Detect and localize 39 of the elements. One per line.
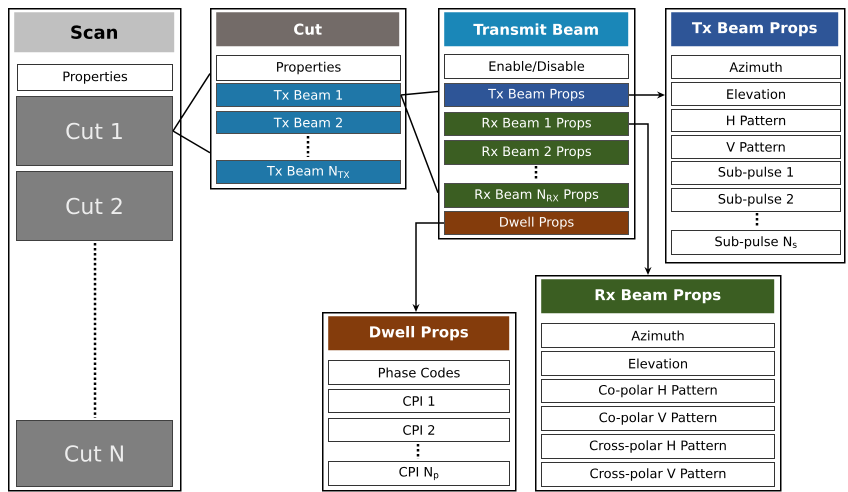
- list-item: Sub-pulse N$_{s}$: [671, 230, 841, 255]
- list-item: Co-polar V Pattern: [541, 406, 775, 431]
- list-item: Elevation: [671, 82, 841, 106]
- list-item: CPI 1: [328, 389, 510, 413]
- list-item: Azimuth: [541, 323, 775, 348]
- panel-header: Rx Beam Props: [541, 279, 774, 314]
- props-box: Rx Beam N$_{RX}$ Props: [444, 183, 629, 208]
- list-item: Azimuth: [671, 55, 841, 79]
- panel-header: Scan: [14, 12, 174, 52]
- list-item: Cross-polar H Pattern: [541, 434, 775, 459]
- panel-header: Cut: [216, 12, 400, 46]
- list-item: Elevation: [541, 351, 775, 376]
- panel-header: Dwell Props: [328, 316, 510, 350]
- list-item: CPI 2: [328, 418, 510, 442]
- zoom-lines: [172, 72, 211, 154]
- beam-box: Tx Beam 2: [216, 111, 401, 134]
- props-box: Dwell Props: [444, 211, 629, 235]
- list-item: Properties: [216, 55, 401, 81]
- props-box: Rx Beam 1 Props: [444, 112, 629, 136]
- cut-box: Cut N: [16, 420, 173, 487]
- list-item: Co-polar H Pattern: [541, 379, 775, 403]
- props-box: Rx Beam 2 Props: [444, 140, 629, 165]
- list-item: Sub-pulse 1: [671, 161, 841, 185]
- panel-header: Transmit Beam: [444, 12, 628, 46]
- list-item: V Pattern: [671, 135, 841, 159]
- list-item: Properties: [17, 64, 173, 91]
- list-item: Enable/Disable: [444, 54, 629, 79]
- beam-box: Tx Beam N$_{TX}$: [216, 160, 401, 184]
- list-item: CPI N$_{p}$: [328, 461, 510, 486]
- cut-box: Cut 1: [16, 96, 173, 166]
- list-item: Phase Codes: [328, 360, 510, 385]
- list-item: H Pattern: [671, 109, 841, 132]
- cut-box: Cut 2: [16, 171, 173, 241]
- list-item: Cross-polar V Pattern: [541, 462, 775, 487]
- panel-header: Tx Beam Props: [671, 12, 838, 46]
- beam-box: Tx Beam 1: [216, 83, 401, 107]
- list-item: Sub-pulse 2: [671, 188, 841, 212]
- zoom-lines: [400, 90, 439, 194]
- props-box: Tx Beam Props: [444, 83, 629, 107]
